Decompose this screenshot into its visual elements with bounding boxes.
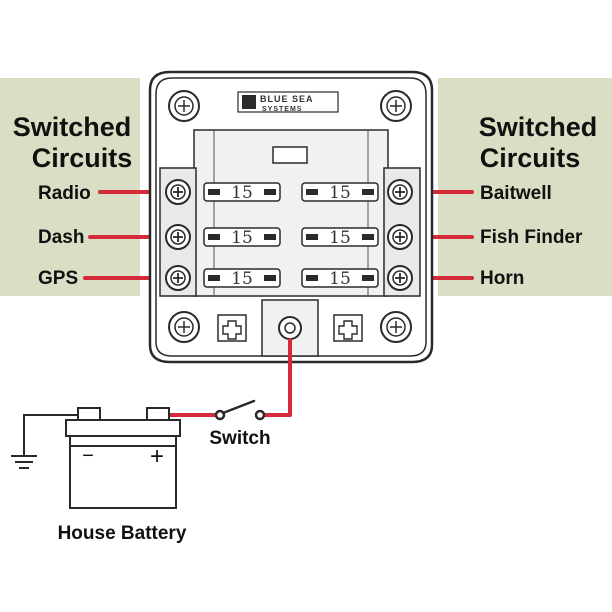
circuit-label-fish-finder: Fish Finder [480,227,583,248]
plus-terminal-icon [217,314,247,342]
screw-terminal-icon [165,179,191,205]
fuse-icon: 15 [301,182,379,203]
circuit-label-dash: Dash [38,227,84,248]
feed-wire [163,338,292,417]
plus-terminal-icon [333,314,363,342]
brand-logo-line1: BLUE SEA [260,94,314,104]
left-heading-line1: Switched [13,112,132,142]
indicator-window [272,146,308,164]
screw-terminal-icon [387,224,413,250]
fuse-icon: 15 [203,268,281,289]
fuse-rating-label: 15 [329,269,351,289]
screw-terminals [165,179,413,291]
mounting-hole-icon [168,90,200,122]
fuse-rating-label: 15 [329,183,351,203]
mounting-hole-icon [380,311,412,343]
fuse-rating-label: 15 [231,228,253,248]
battery-minus-sign: − [82,445,94,467]
battery-label: House Battery [58,523,187,544]
battery-positive-post [146,407,170,421]
ground-icon [11,455,37,469]
switch-icon [214,399,266,421]
fuse-icon: 15 [301,227,379,248]
fuse-icon: 15 [203,227,281,248]
battery-icon [65,407,181,509]
mounting-hole-icon [168,311,200,343]
brand-logo-line2: SYSTEMS [262,106,302,113]
screw-terminal-icon [165,224,191,250]
right-heading-line1: Switched [479,112,598,142]
mounting-hole-icon [380,90,412,122]
fuse-icon: 15 [301,268,379,289]
fuse-block: BLUE SEA SYSTEMS [148,70,434,364]
battery-plus-sign: + [150,443,164,470]
circuit-label-radio: Radio [38,183,91,204]
circuit-label-gps: GPS [38,268,78,289]
right-circuits-panel [438,78,612,296]
screw-terminal-icon [387,179,413,205]
circuit-label-baitwell: Baitwell [480,183,552,204]
fuse-rating-label: 15 [231,183,253,203]
circuit-label-horn: Horn [480,268,524,289]
fuses: 15 15 15 15 15 15 [203,182,379,289]
fuse-rating-label: 15 [231,269,253,289]
fuse-icon: 15 [203,182,281,203]
left-heading-line2: Circuits [32,143,133,173]
right-heading-line2: Circuits [480,143,581,173]
brand-logo [237,91,339,113]
switch-label: Switch [209,428,270,449]
battery-lid [65,419,181,437]
screw-terminal-icon [165,265,191,291]
wire-stud-to-switch [260,338,292,417]
fuse-rating-label: 15 [329,228,351,248]
left-circuits-panel [0,78,140,296]
ground-wire [23,414,88,456]
screw-terminal-icon [387,265,413,291]
battery-body [69,435,177,509]
battery-negative-post [77,407,101,421]
